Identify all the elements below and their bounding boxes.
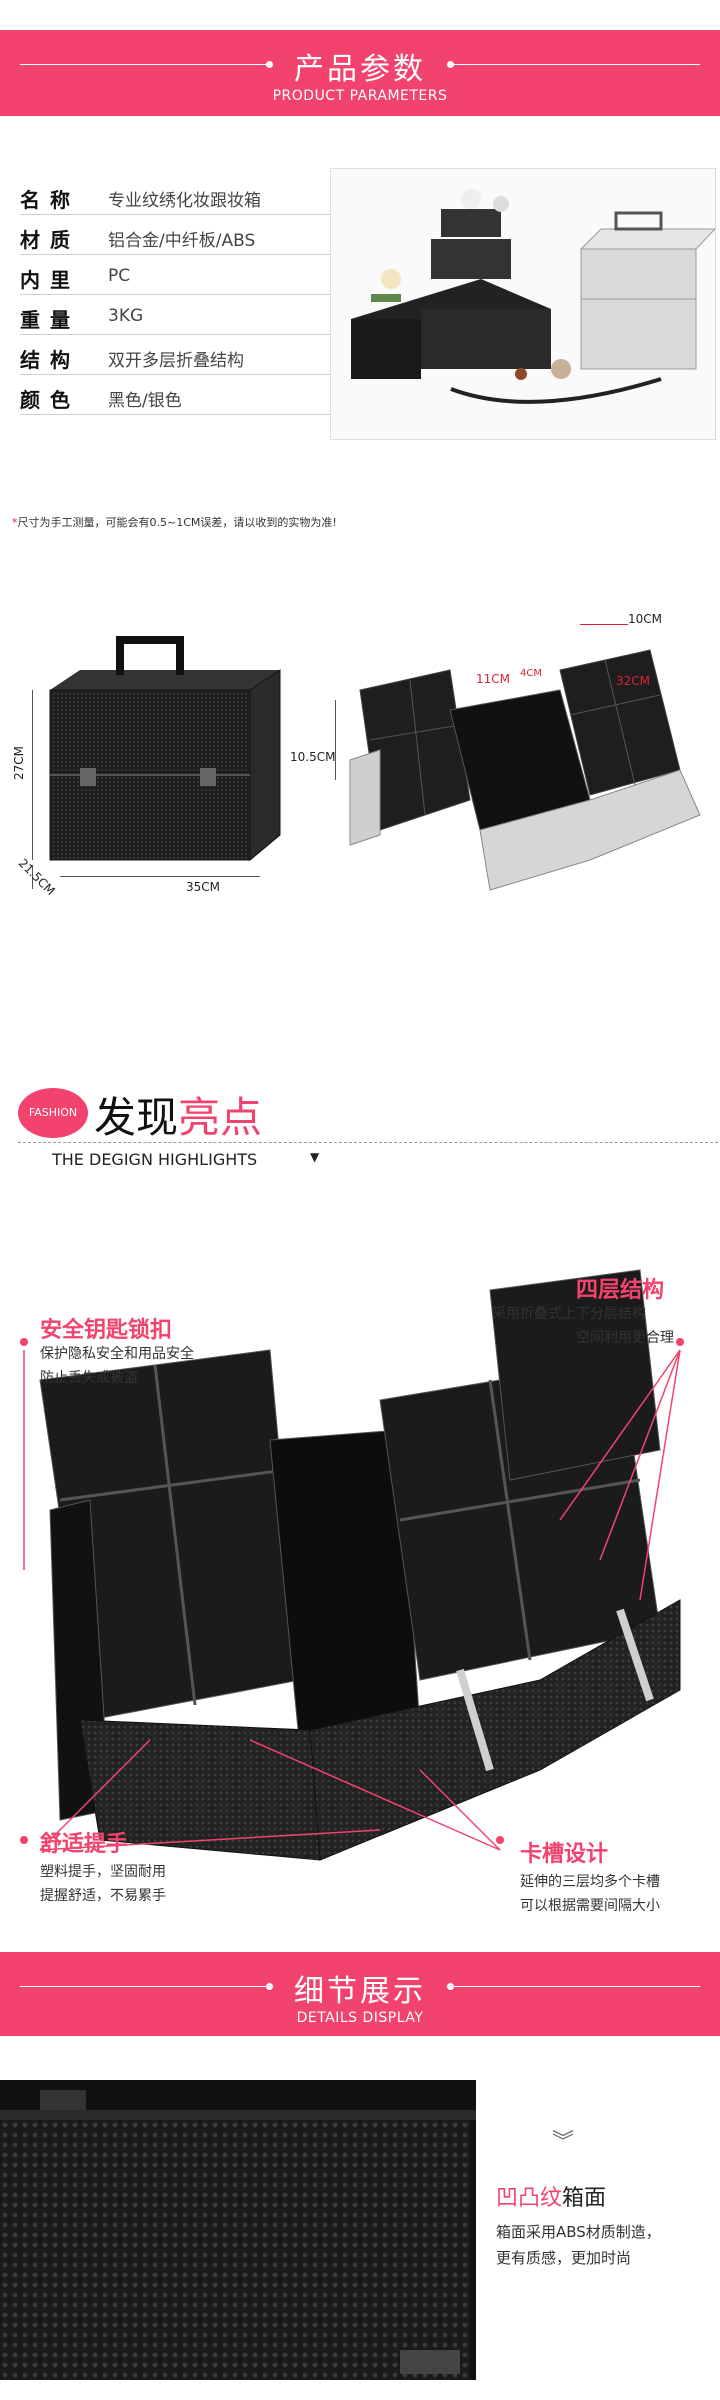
layers-callout-line1: 采用折叠式上下分层结构 xyxy=(492,1306,646,1322)
highlights-title-b: 亮点 xyxy=(178,1093,263,1142)
param-row: 结构 双开多层折叠结构 xyxy=(20,336,334,375)
tray-height-dim-line xyxy=(335,700,336,780)
highlights-rule xyxy=(18,1142,718,1143)
note-text: 尺寸为手工测量，可能会有0.5~1CM误差，请以收到的实物为准! xyxy=(17,516,337,529)
banner-line-right xyxy=(450,64,700,65)
handle-callout-line1: 塑料提手，坚固耐用 xyxy=(40,1864,166,1880)
width-dim-line xyxy=(60,876,260,877)
param-row: 内里 PC xyxy=(20,256,334,295)
param-label: 颜色 xyxy=(20,388,80,412)
param-label: 重量 xyxy=(20,308,80,332)
param-row: 颜色 黑色/银色 xyxy=(20,376,334,415)
section-title: 产品参数 xyxy=(294,52,426,87)
handle-callout-title: 舒适提手 xyxy=(40,1832,129,1857)
param-row: 名称 专业纹绣化妆跟妆箱 xyxy=(20,176,334,215)
param-value: 铝合金/中纤板/ABS xyxy=(108,231,256,251)
banner-line-left xyxy=(20,64,270,65)
slot-callout-line2: 可以根据需要间隔大小 xyxy=(520,1898,660,1914)
callout-lines xyxy=(23,1349,681,1851)
tray-height-dim-label: 10.5CM xyxy=(290,750,336,764)
layers-callout-line2: 空间利用更合理 xyxy=(576,1330,674,1346)
lock-callout-line2: 防止丢失或被盗 xyxy=(40,1370,138,1386)
slot-callout-line1: 延伸的三层均多个卡槽 xyxy=(520,1874,660,1890)
layers-callout-title: 四层结构 xyxy=(576,1278,665,1303)
banner-line-right xyxy=(450,1986,700,1987)
param-value: 专业纹绣化妆跟妆箱 xyxy=(108,191,261,211)
callout-dot xyxy=(496,1836,504,1844)
highlights-title-a: 发现 xyxy=(94,1093,179,1142)
tray-length-dim-label: 32CM xyxy=(616,674,651,688)
param-row: 重量 3KG xyxy=(20,296,334,335)
width-dim-label: 35CM xyxy=(186,880,221,894)
product-photo xyxy=(330,168,717,440)
handle-callout-line2: 提握舒适，不易累手 xyxy=(40,1888,166,1904)
section-subtitle: DETAILS DISPLAY xyxy=(296,2010,424,2026)
height-dim-line xyxy=(32,690,33,860)
param-row: 材质 铝合金/中纤板/ABS xyxy=(20,216,334,255)
chevron-down-double-icon: ︾ xyxy=(552,2130,575,2155)
param-label: 材质 xyxy=(20,228,80,252)
open-case-highlight-illustration xyxy=(39,1269,681,1861)
banner-dot-left xyxy=(266,1983,273,1990)
callout-dot xyxy=(676,1338,684,1346)
detail-photo xyxy=(0,2080,476,2380)
chevron-down-icon: ▼ xyxy=(310,1150,320,1164)
callout-dot xyxy=(20,1836,28,1844)
detail-title: 凹凸纹箱面 xyxy=(496,2180,606,2212)
banner-line-left xyxy=(20,1986,270,1987)
param-value: 3KG xyxy=(108,306,144,326)
detail-line1: 箱面采用ABS材质制造， xyxy=(496,2223,661,2241)
detail-line2: 更有质感，更加时尚 xyxy=(496,2249,632,2267)
fashion-badge: FASHION xyxy=(18,1088,88,1138)
slot-callout-title: 卡槽设计 xyxy=(520,1842,609,1867)
detail-title-a: 凹凸纹 xyxy=(496,2186,563,2211)
details-banner: 细节展示 DETAILS DISPLAY xyxy=(0,1952,720,2036)
cases-illustration xyxy=(351,189,717,404)
highlights-title: 发现亮点 xyxy=(94,1084,262,1145)
tray-b-dim-label: 4CM xyxy=(520,668,542,679)
lock-callout-title: 安全钥匙锁扣 xyxy=(40,1318,173,1343)
banner-dot-left xyxy=(266,61,273,68)
highlights-subtitle: THE DEGIGN HIGHLIGHTS xyxy=(52,1150,258,1169)
tray-a-dim-label: 11CM xyxy=(476,672,511,686)
note-star: * xyxy=(12,516,18,529)
lock-callout-line1: 保护隐私安全和用品安全 xyxy=(40,1346,194,1362)
param-label: 内里 xyxy=(20,268,80,292)
param-value: 双开多层折叠结构 xyxy=(108,351,244,371)
textured-surface-illustration xyxy=(0,2080,476,2380)
height-dim-label: 27CM xyxy=(12,745,27,781)
depth-dim-line xyxy=(32,865,33,889)
product-parameters-banner: 产品参数 PRODUCT PARAMETERS xyxy=(0,30,720,116)
open-case-illustration xyxy=(349,649,701,891)
section-subtitle: PRODUCT PARAMETERS xyxy=(272,88,448,104)
param-label: 名称 xyxy=(20,188,80,212)
section-title: 细节展示 xyxy=(294,1974,426,2009)
closed-case-illustration xyxy=(49,636,281,862)
callout-dot xyxy=(20,1338,28,1346)
measurement-note: *尺寸为手工测量，可能会有0.5~1CM误差，请以收到的实物为准! xyxy=(12,514,337,530)
param-value: PC xyxy=(108,266,131,286)
detail-title-b: 箱面 xyxy=(562,2186,607,2211)
param-value: 黑色/银色 xyxy=(108,391,182,411)
tray-width-dim-label: 10CM xyxy=(628,612,663,626)
tray-width-dim-line xyxy=(580,624,628,625)
param-label: 结构 xyxy=(20,348,80,372)
